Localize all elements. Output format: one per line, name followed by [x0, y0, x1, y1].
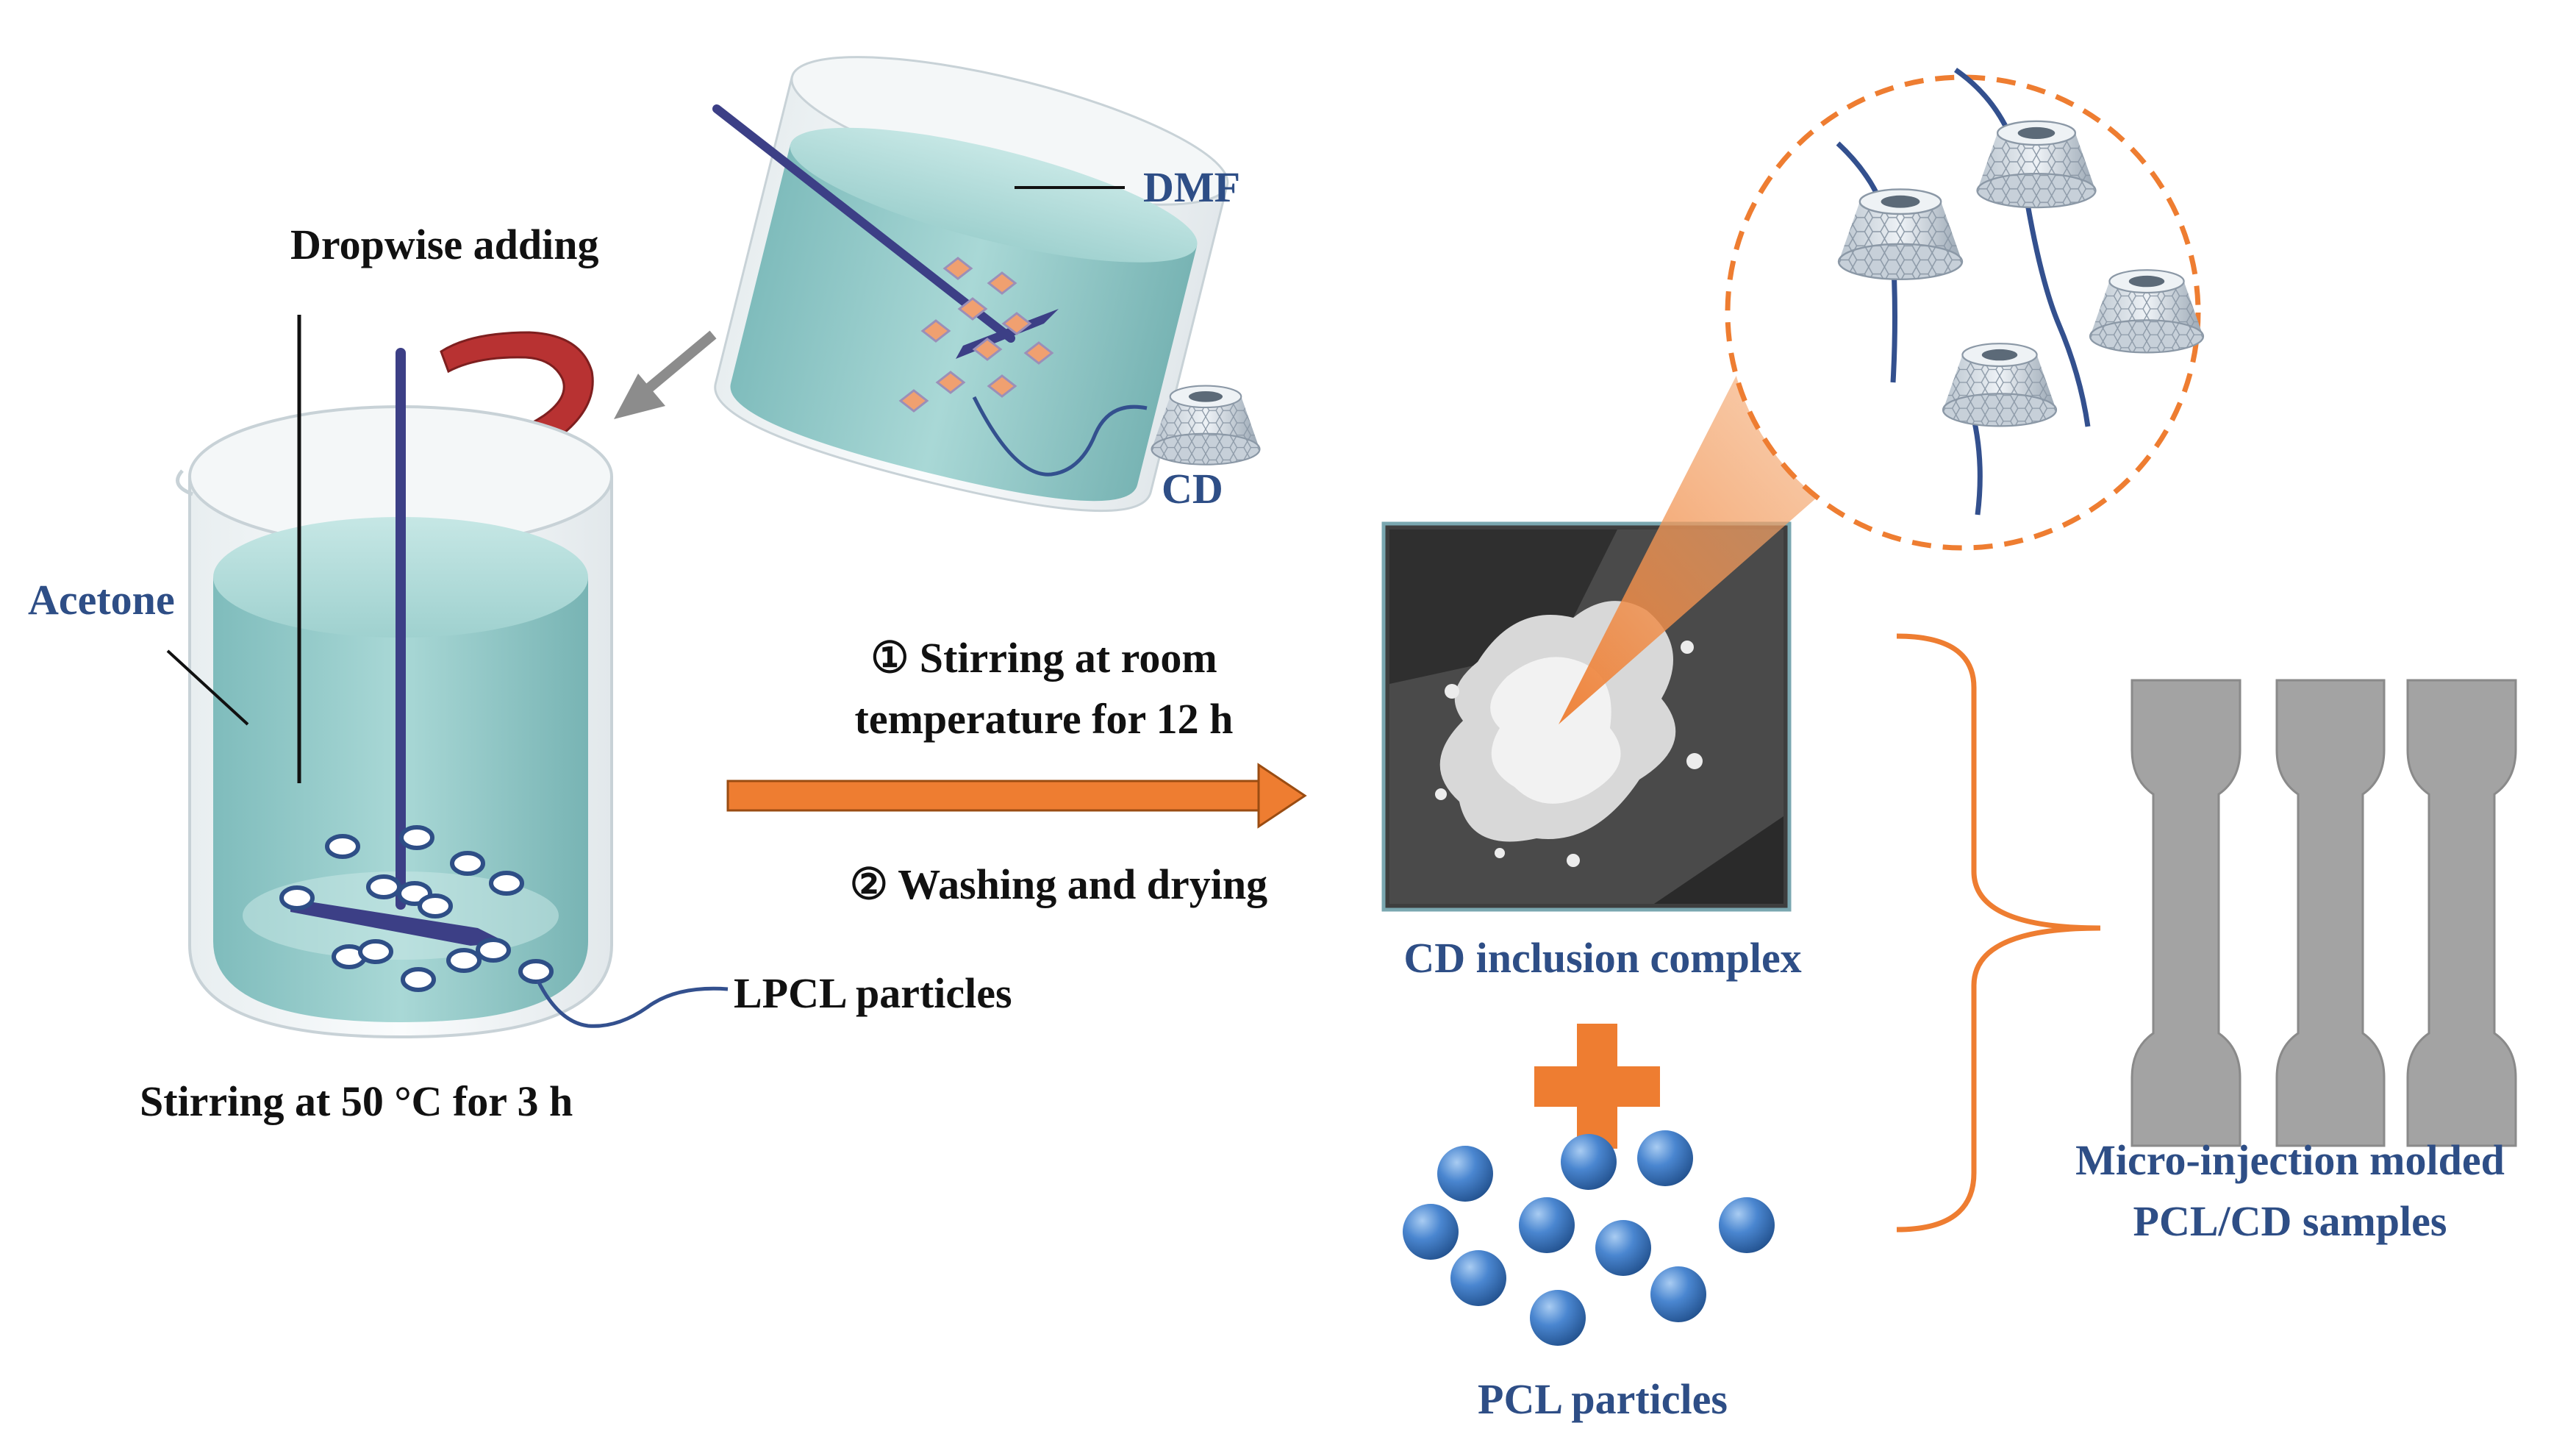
stirring-50-label: Stirring at 50 °C for 3 h — [140, 1077, 573, 1125]
cd-label: CD — [1162, 465, 1223, 513]
pcl-particles-icon — [1403, 1130, 1775, 1346]
inclusion-complex-label: CD inclusion complex — [1403, 934, 1802, 982]
grouping-brace-icon — [1896, 633, 2101, 1233]
acetone-label: Acetone — [28, 576, 175, 624]
lpcl-particles-label: LPCL particles — [734, 969, 1012, 1017]
transfer-arrow-icon — [614, 330, 717, 419]
acetone-beaker — [166, 315, 729, 1039]
step1-label-line1: ① Stirring at room — [870, 634, 1217, 682]
dmf-beaker — [712, 56, 1229, 513]
step1-label-line2: temperature for 12 h — [854, 695, 1234, 743]
micro-injection-label-line1: Micro-injection molded — [2075, 1136, 2505, 1184]
micro-injection-label-line2: PCL/CD samples — [2133, 1197, 2447, 1245]
process-arrow-icon — [726, 763, 1307, 829]
magnified-view — [1725, 68, 2205, 551]
step2-label: ② Washing and drying — [849, 860, 1268, 908]
inclusion-complex-photo — [1381, 521, 1792, 912]
molded-samples-icon — [2130, 679, 2517, 1147]
plus-icon — [1534, 1024, 1660, 1149]
dmf-label: DMF — [1143, 163, 1241, 211]
dropwise-adding-label: Dropwise adding — [290, 221, 599, 268]
pcl-particles-label: PCL particles — [1478, 1375, 1728, 1423]
